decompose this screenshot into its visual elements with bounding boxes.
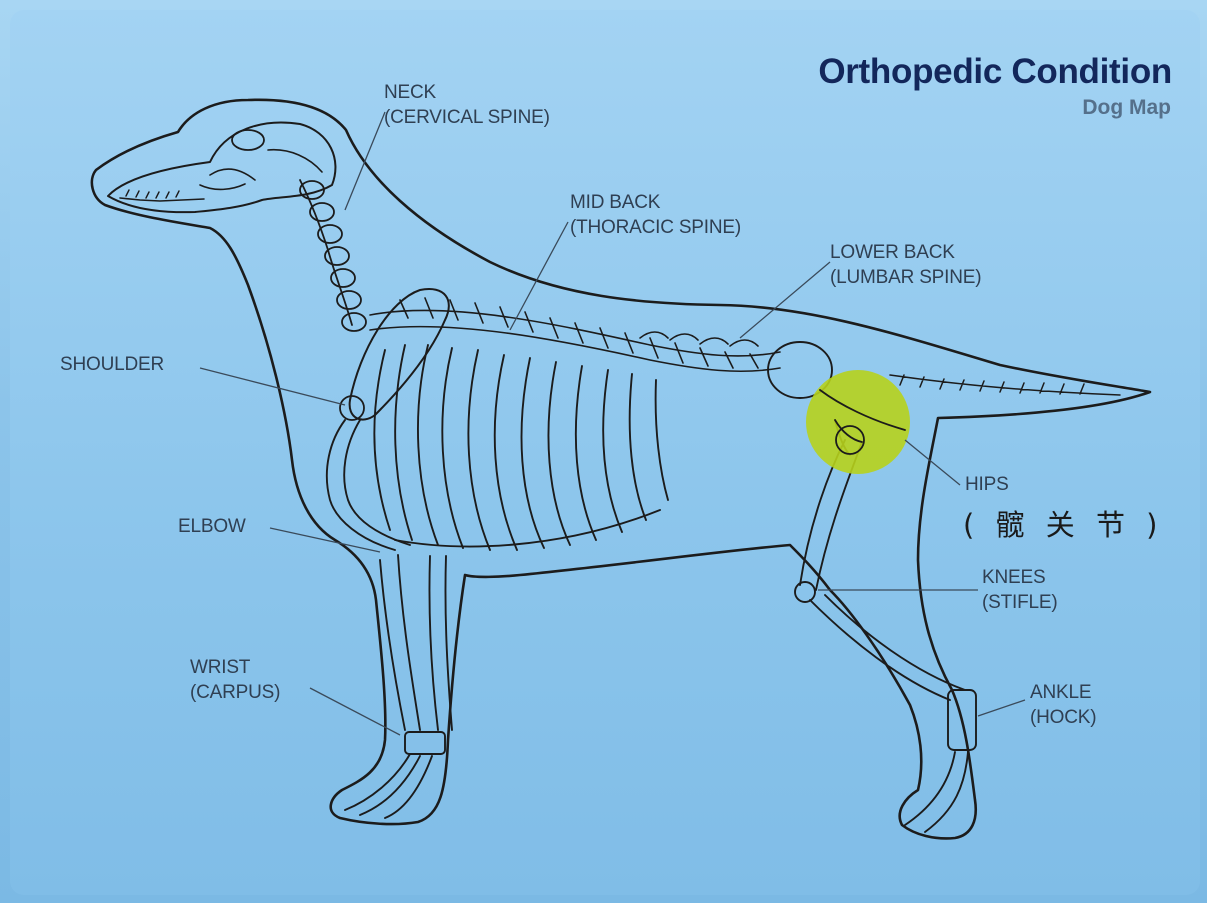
label-shoulder: SHOULDER: [60, 352, 164, 377]
skull: [108, 123, 335, 213]
label-ankle-line2: (HOCK): [1030, 705, 1096, 730]
rib-cage: [374, 345, 668, 550]
label-elbow: ELBOW: [178, 514, 246, 539]
label-knees-line1: KNEES: [982, 567, 1045, 588]
ankle-leader: [978, 700, 1025, 716]
label-wrist: WRIST (CARPUS): [190, 655, 280, 705]
front-leg-bones: [327, 420, 452, 818]
label-shoulder-line1: SHOULDER: [60, 354, 164, 375]
label-hips-line1: HIPS: [965, 474, 1009, 495]
wrist-leader: [310, 688, 400, 735]
page-title: Orthopedic Condition: [818, 52, 1172, 92]
label-ankle-line1: ANKLE: [1030, 682, 1091, 703]
label-knees: KNEES (STIFLE): [982, 565, 1057, 615]
label-lower-back: LOWER BACK (LUMBAR SPINE): [830, 240, 981, 290]
label-knees-line2: (STIFLE): [982, 590, 1057, 615]
label-mid-back-line2: (THORACIC SPINE): [570, 215, 741, 240]
label-neck: NECK (CERVICAL SPINE): [384, 80, 550, 130]
label-mid-back: MID BACK (THORACIC SPINE): [570, 190, 741, 240]
label-lower-back-line2: (LUMBAR SPINE): [830, 265, 981, 290]
hip-highlight: [806, 370, 910, 474]
page-subtitle: Dog Map: [1082, 96, 1171, 120]
label-mid-back-line1: MID BACK: [570, 192, 660, 213]
mid-back-leader: [510, 222, 568, 330]
shoulder-leader: [200, 368, 345, 405]
label-wrist-line2: (CARPUS): [190, 680, 280, 705]
label-hips: HIPS: [965, 472, 1009, 497]
label-wrist-line1: WRIST: [190, 657, 250, 678]
label-neck-line1: NECK: [384, 82, 436, 103]
lower-back-leader: [740, 262, 830, 338]
label-hips-chinese: ( 髋 关 节 ): [963, 502, 1164, 544]
thoracic-lumbar-spine: [370, 298, 780, 371]
scapula: [350, 289, 449, 420]
label-elbow-line1: ELBOW: [178, 516, 246, 537]
tail-vertebrae: [890, 375, 1120, 395]
cervical-spine: [300, 180, 366, 331]
label-neck-line2: (CERVICAL SPINE): [384, 105, 550, 130]
label-ankle: ANKLE (HOCK): [1030, 680, 1096, 730]
neck-leader: [345, 112, 385, 210]
label-lower-back-line1: LOWER BACK: [830, 242, 955, 263]
